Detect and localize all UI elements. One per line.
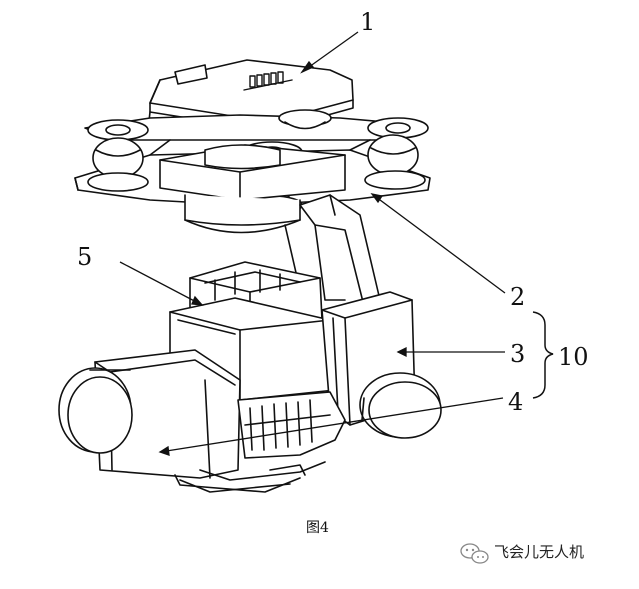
damper-ball-right (364, 117, 429, 190)
leader-arrow-1 (300, 60, 315, 74)
watermark-text: 飞会儿无人机 (494, 543, 584, 561)
label-1: 1 (360, 8, 375, 36)
leader-line-5 (119, 261, 203, 306)
wechat-icon (460, 543, 489, 564)
front-lens (58, 367, 133, 454)
leader-arrow-3 (396, 346, 407, 358)
label-5: 5 (77, 243, 92, 271)
leader-line-2 (371, 193, 506, 294)
label-10: 10 (558, 343, 589, 371)
label-2: 2 (510, 283, 525, 311)
right-lens-cap (359, 372, 442, 439)
leader-line-4 (159, 397, 504, 453)
leader-arrow-4 (158, 445, 170, 456)
connector-pins (243, 71, 293, 91)
label-3: 3 (510, 340, 525, 368)
label-4: 4 (508, 388, 523, 416)
group-bracket (532, 311, 554, 399)
leader-arrow-2 (370, 193, 384, 204)
damper-ball-back (278, 109, 332, 130)
bottom-plate (179, 464, 306, 493)
leader-arrow-5 (191, 295, 204, 306)
damper-ball-left (87, 119, 149, 192)
figure-caption: 图4 (306, 520, 329, 536)
yaw-motor (159, 144, 346, 234)
